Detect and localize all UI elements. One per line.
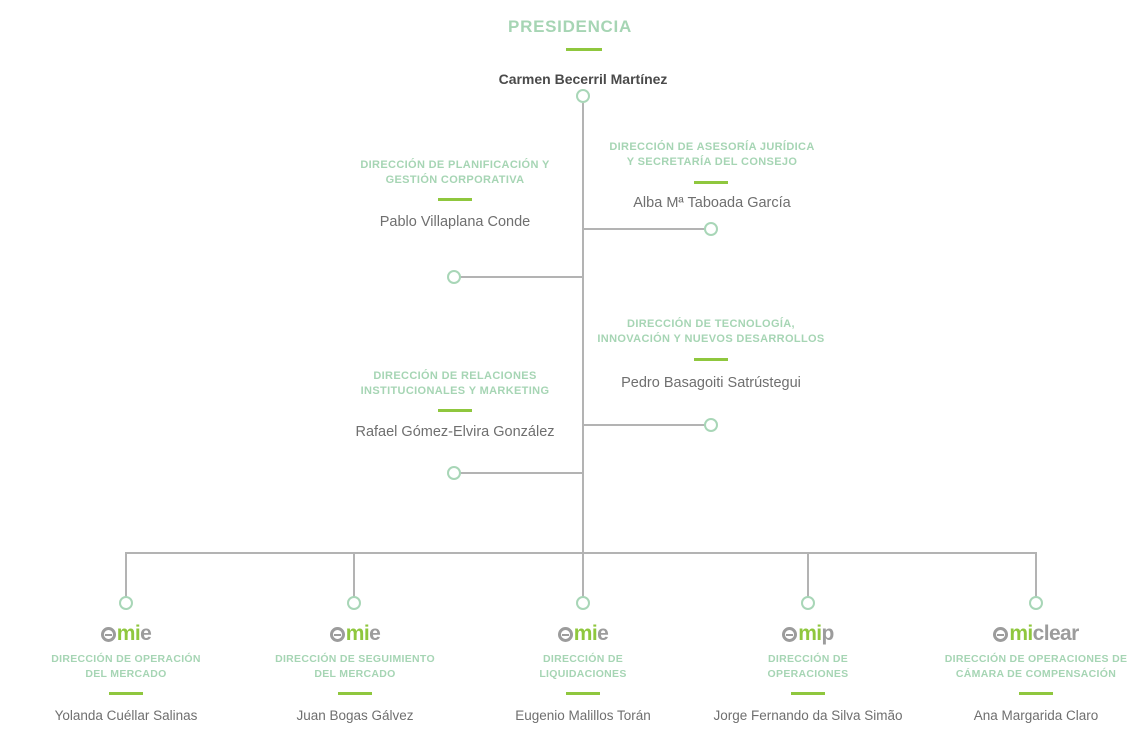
unit-person-camara-compensacion: Ana Margarida Claro bbox=[973, 708, 1099, 723]
unit-seguimiento-mercado: mie DIRECCIÓN DE SEGUIMIENTO DEL MERCADO… bbox=[240, 622, 470, 724]
accent-bar-asesoria-juridica bbox=[694, 181, 728, 184]
node-circle-operaciones bbox=[801, 596, 815, 610]
unit-accent-bar-liquidaciones bbox=[566, 692, 600, 695]
person-name-tecnologia: Pedro Basagoiti Satrústegui bbox=[621, 375, 801, 391]
dept-title-asesoria-juridica: DIRECCIÓN DE ASESORÍA JURÍDICA Y SECRETA… bbox=[609, 141, 815, 168]
node-circle-seguimiento-mercado bbox=[347, 596, 361, 610]
president-name: Carmen Becerril Martínez bbox=[498, 71, 668, 87]
logo-green-part: mi bbox=[798, 622, 822, 645]
dept-title-relaciones-institucionales: DIRECCIÓN DE RELACIONES INSTITUCIONALES … bbox=[360, 370, 550, 397]
unit-person-liquidaciones: Eugenio Malillos Torán bbox=[515, 708, 651, 723]
node-circle-planificacion bbox=[447, 270, 461, 284]
trunk-vertical-line bbox=[582, 103, 584, 553]
logo-gray-part: e bbox=[597, 622, 609, 645]
unit-title-operaciones: DIRECCIÓN DE OPERACIONES bbox=[767, 653, 849, 680]
connector-tecnologia bbox=[582, 424, 707, 426]
drop-line-operaciones bbox=[807, 552, 809, 600]
unit-accent-bar-camara-compensacion bbox=[1019, 692, 1053, 695]
unit-liquidaciones: mie DIRECCIÓN DE LIQUIDACIONES Eugenio M… bbox=[468, 622, 698, 724]
node-circle-tecnologia bbox=[704, 418, 718, 432]
node-circle-liquidaciones bbox=[576, 596, 590, 610]
drop-line-seguimiento-mercado bbox=[353, 552, 355, 600]
unit-accent-bar-operacion-mercado bbox=[109, 692, 143, 695]
drop-line-liquidaciones bbox=[582, 552, 584, 600]
connector-relaciones-institucionales bbox=[460, 472, 584, 474]
omie-logo: mie bbox=[11, 622, 241, 645]
unit-camara-compensacion: miclear DIRECCIÓN DE OPERACIONES DE CÁMA… bbox=[921, 622, 1140, 724]
unit-operacion-mercado: mie DIRECCIÓN DE OPERACIÓN DEL MERCADO Y… bbox=[11, 622, 241, 724]
title-accent-bar bbox=[566, 48, 602, 51]
person-name-asesoria-juridica: Alba Mª Taboada García bbox=[633, 195, 791, 211]
unit-operaciones: mip DIRECCIÓN DE OPERACIONES Jorge Ferna… bbox=[693, 622, 923, 724]
node-circle-asesoria-juridica bbox=[704, 222, 718, 236]
unit-person-operaciones: Jorge Fernando da Silva Simão bbox=[713, 708, 903, 723]
logo-gray-part: e bbox=[369, 622, 381, 645]
logo-gray-part: e bbox=[140, 622, 152, 645]
omi-o-icon bbox=[782, 627, 798, 642]
unit-person-operacion-mercado: Yolanda Cuéllar Salinas bbox=[54, 708, 198, 723]
drop-line-camara-compensacion bbox=[1035, 552, 1037, 600]
logo-green-part: mi bbox=[345, 622, 370, 645]
unit-person-seguimiento-mercado: Juan Bogas Gálvez bbox=[296, 708, 414, 723]
unit-title-camara-compensacion: DIRECCIÓN DE OPERACIONES DE CÁMARA DE CO… bbox=[944, 653, 1128, 680]
unit-accent-bar-operaciones bbox=[791, 692, 825, 695]
logo-green-part: mi bbox=[1009, 622, 1033, 645]
node-circle-camara-compensacion bbox=[1029, 596, 1043, 610]
unit-title-liquidaciones: DIRECCIÓN DE LIQUIDACIONES bbox=[539, 653, 627, 680]
page-title: PRESIDENCIA bbox=[508, 17, 632, 36]
omip-logo: mip bbox=[693, 622, 923, 645]
person-name-planificacion: Pablo Villaplana Conde bbox=[379, 214, 531, 230]
logo-gray-part: clear bbox=[1032, 622, 1080, 645]
omi-o-icon bbox=[993, 627, 1009, 642]
node-circle-operacion-mercado bbox=[119, 596, 133, 610]
logo-gray-part: p bbox=[821, 622, 835, 645]
logo-green-part: mi bbox=[116, 622, 141, 645]
president-node-circle bbox=[576, 89, 590, 103]
omi-o-icon bbox=[100, 627, 116, 642]
bottom-bus-line bbox=[125, 552, 1036, 554]
accent-bar-relaciones-institucionales bbox=[438, 409, 472, 412]
omie-logo: mie bbox=[240, 622, 470, 645]
logo-green-part: mi bbox=[573, 622, 598, 645]
omi-o-icon bbox=[329, 627, 345, 642]
omie-logo: mie bbox=[468, 622, 698, 645]
connector-asesoria-juridica bbox=[582, 228, 707, 230]
connector-planificacion bbox=[460, 276, 584, 278]
unit-title-seguimiento-mercado: DIRECCIÓN DE SEGUIMIENTO DEL MERCADO bbox=[275, 653, 435, 680]
unit-accent-bar-seguimiento-mercado bbox=[338, 692, 372, 695]
unit-title-operacion-mercado: DIRECCIÓN DE OPERACIÓN DEL MERCADO bbox=[51, 653, 201, 680]
dept-title-planificacion: DIRECCIÓN DE PLANIFICACIÓN Y GESTIÓN COR… bbox=[360, 159, 550, 186]
omi-o-icon bbox=[557, 627, 573, 642]
dept-title-tecnologia: DIRECCIÓN DE TECNOLOGÍA, INNOVACIÓN Y NU… bbox=[597, 318, 825, 345]
omiclear-logo: miclear bbox=[921, 622, 1140, 645]
accent-bar-tecnologia bbox=[694, 358, 728, 361]
accent-bar-planificacion bbox=[438, 198, 472, 201]
person-name-relaciones-institucionales: Rafael Gómez-Elvira González bbox=[355, 424, 555, 440]
node-circle-relaciones-institucionales bbox=[447, 466, 461, 480]
drop-line-operacion-mercado bbox=[125, 552, 127, 600]
